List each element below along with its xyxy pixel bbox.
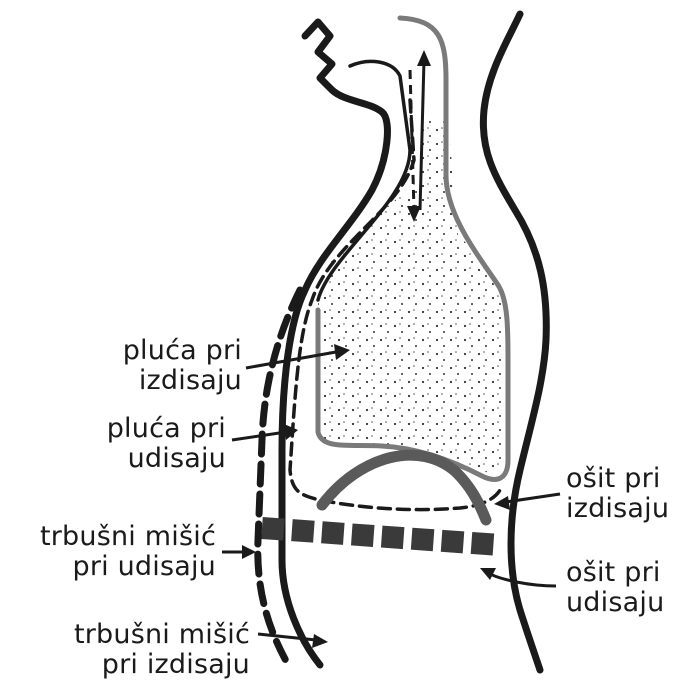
lungs-dotted-area [318, 120, 506, 473]
label-lungs-exhale-line2: izdisaju [76, 366, 242, 396]
pointer-abdominal-exhale [258, 634, 328, 648]
diaphragm-inhale-band [262, 528, 500, 545]
label-lungs-exhale: pluća pri izdisaju [76, 336, 242, 396]
label-diaphragm-inhale-line2: udisaju [566, 588, 684, 618]
pointer-abdominal-inhale [222, 545, 256, 559]
label-abdominal-inhale-line1: trbušni mišić [4, 522, 216, 552]
label-diaphragm-exhale-line1: ošit pri [566, 464, 684, 494]
label-lungs-inhale: pluća pri udisaju [60, 414, 226, 474]
label-diaphragm-inhale: ošit pri udisaju [566, 558, 684, 618]
label-lungs-inhale-line1: pluća pri [60, 414, 226, 444]
pointer-diaphragm-inhale [480, 568, 556, 586]
label-abdominal-exhale: trbušni mišić pri izdisaju [30, 620, 250, 680]
label-lungs-exhale-line1: pluća pri [76, 336, 242, 366]
label-abdominal-inhale: trbušni mišić pri udisaju [4, 522, 216, 582]
label-diaphragm-inhale-line1: ošit pri [566, 558, 684, 588]
label-lungs-inhale-line2: udisaju [60, 444, 226, 474]
airflow-up-arrowhead [417, 50, 431, 66]
label-abdominal-exhale-line1: trbušni mišić [30, 620, 250, 650]
label-abdominal-exhale-line2: pri izdisaju [30, 650, 250, 680]
pointer-diaphragm-exhale [494, 494, 560, 510]
label-diaphragm-exhale: ošit pri izdisaju [566, 464, 684, 524]
label-diaphragm-exhale-line2: izdisaju [566, 494, 684, 524]
label-abdominal-inhale-line2: pri udisaju [4, 552, 216, 582]
